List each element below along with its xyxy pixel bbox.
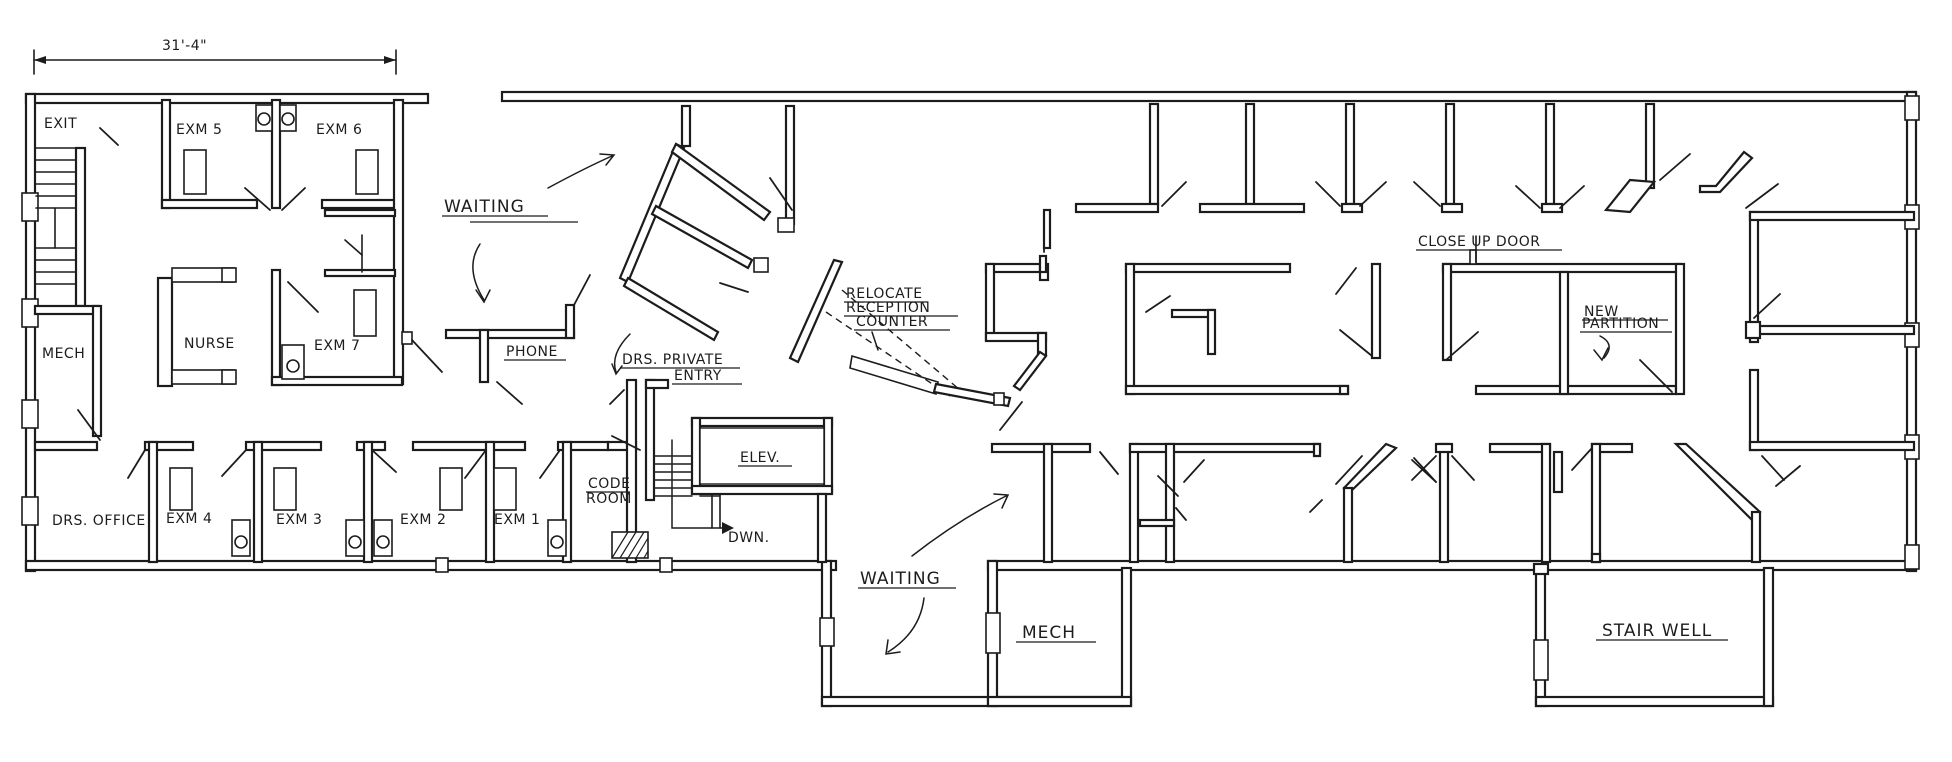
label-exam-3: EXM 3 [276, 512, 322, 528]
label-mech-left: MECH [42, 346, 85, 362]
right-wing-walls [990, 102, 1916, 576]
central-walls [444, 104, 1052, 564]
label-waiting-top: WAITING [444, 197, 525, 217]
note-relocate-1: RELOCATE [846, 286, 923, 302]
label-exit: EXIT [44, 116, 77, 132]
label-code-room-2: ROOM [586, 491, 632, 507]
label-exam-6: EXM 6 [316, 122, 362, 138]
label-down: DWN. [728, 530, 770, 546]
note-new-partition-1: NEW [1584, 304, 1619, 320]
left-wing-walls [33, 98, 670, 564]
note-new-partition-2: PARTITION [1582, 316, 1659, 332]
note-labels: RELOCATE RECEPTION COUNTER CLOSE UP DOOR… [844, 234, 1672, 333]
label-phone: PHONE [506, 344, 558, 360]
label-nurse: NURSE [184, 336, 235, 352]
label-drs-private-1: DRS. PRIVATE [622, 352, 723, 368]
label-code-room-1: CODE [588, 476, 630, 492]
label-elevator: ELEV. [740, 450, 780, 466]
label-exam-7: EXM 7 [314, 338, 360, 354]
label-exam-1: EXM 1 [494, 512, 540, 528]
label-mech-bottom: MECH [1022, 623, 1076, 643]
exterior-walls [21, 90, 1920, 708]
note-relocate-3: COUNTER [856, 314, 928, 330]
label-exam-4: EXM 4 [166, 511, 212, 527]
exit-stair-treads [35, 159, 77, 285]
note-relocate-2: RECEPTION [846, 300, 930, 316]
label-drs-office: DRS. OFFICE [52, 513, 146, 529]
stair-down [653, 455, 721, 529]
label-stair-well: STAIR WELL [1602, 621, 1712, 641]
label-exam-2: EXM 2 [400, 512, 446, 528]
dimension-line: 31'-4" [33, 38, 397, 75]
room-labels: EXIT EXM 5 EXM 6 EXM 7 NURSE MECH DRS. O… [42, 116, 1728, 643]
code-room-hatch [611, 531, 649, 559]
label-waiting-bottom: WAITING [860, 569, 941, 589]
label-exam-5: EXM 5 [176, 122, 222, 138]
label-drs-private-2: ENTRY [674, 368, 722, 384]
note-close-up-door: CLOSE UP DOOR [1418, 234, 1540, 250]
annotation-arrows [472, 153, 1610, 655]
dimension-label: 31'-4" [162, 38, 207, 54]
